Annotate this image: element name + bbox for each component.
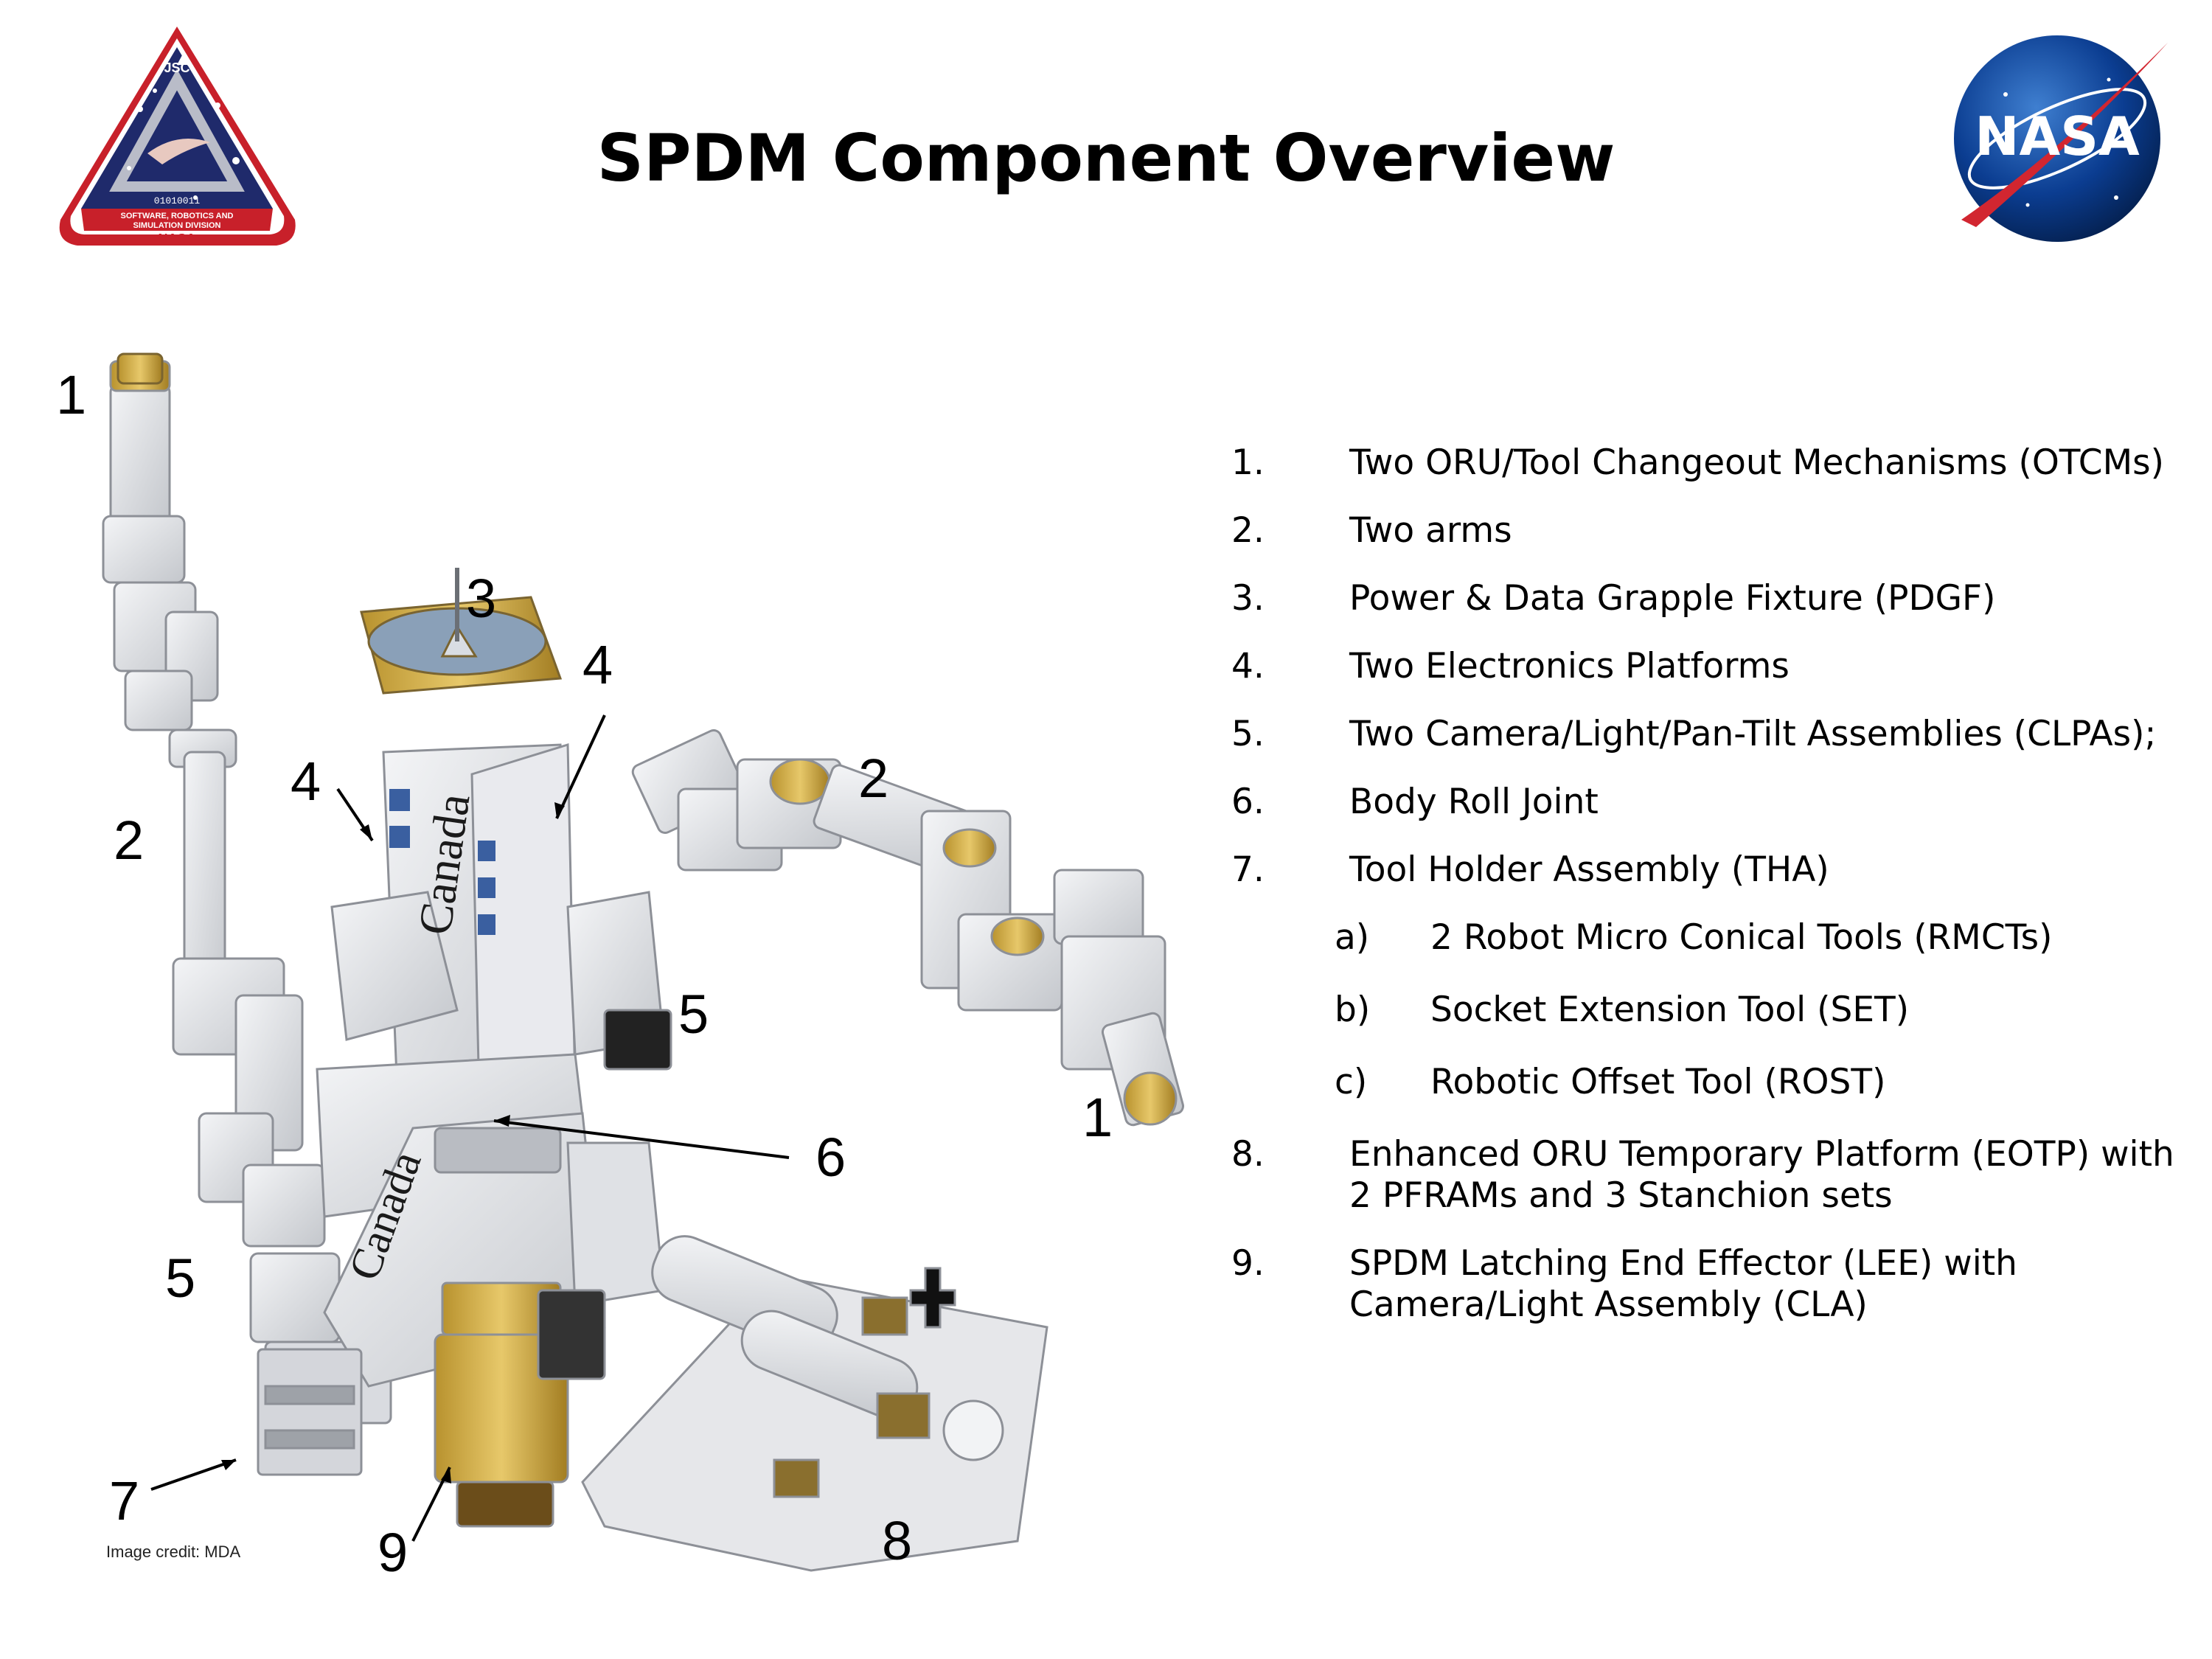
page-title: SPDM Component Overview: [597, 120, 1615, 196]
list-item-number: 8.: [1231, 1134, 1265, 1175]
list-subitem-text: 2 Robot Micro Conical Tools (RMCTs): [1430, 917, 2053, 958]
list-item-number: 1.: [1231, 442, 1265, 483]
callout-4-platform-left: 4: [291, 751, 321, 812]
callout-2-right-arm: 2: [858, 748, 889, 809]
list-item-number: 7.: [1231, 849, 1265, 890]
list-item: 7. Tool Holder Assembly (THA): [1231, 849, 2183, 891]
division-line-2: SIMULATION DIVISION: [133, 221, 221, 230]
list-subitem-letter: b): [1335, 990, 1371, 1030]
list-item-number: 5.: [1231, 714, 1265, 754]
list-item: 8. Enhanced ORU Temporary Platform (EOTP…: [1231, 1134, 2183, 1217]
callout-1-otcm-left: 1: [56, 364, 87, 425]
list-item-text: Tool Holder Assembly (THA): [1349, 849, 1829, 890]
list-item-text: Two Electronics Platforms: [1349, 646, 1790, 686]
callout-arrowheads: [221, 802, 565, 1484]
callout-5-clpa-right: 5: [678, 984, 709, 1045]
spdm-body: [316, 742, 672, 1528]
callout-3-pdgf: 3: [466, 568, 497, 629]
list-subitem-text: Robotic Offset Tool (ROST): [1430, 1062, 1886, 1102]
list-item-text: Body Roll Joint: [1349, 782, 1599, 822]
list-item: 1. Two ORU/Tool Changeout Mechanisms (OT…: [1231, 442, 2183, 484]
callout-2-left-arm: 2: [114, 810, 145, 871]
list-item-text: Two Camera/Light/Pan-Tilt Assemblies (CL…: [1349, 714, 2157, 754]
list-item-text: Power & Data Grapple Fixture (PDGF): [1349, 578, 1996, 619]
jsc-patch-logo: JSC 01010011 SOFTWARE, ROBOTICS AND SIMU…: [59, 27, 296, 246]
list-subitem: b) Socket Extension Tool (SET): [1231, 990, 2183, 1031]
spdm-illustration: Canada Canada: [102, 352, 1185, 1572]
list-subitem-text: Socket Extension Tool (SET): [1430, 990, 1910, 1030]
list-item: 5. Two Camera/Light/Pan-Tilt Assemblies …: [1231, 714, 2183, 755]
list-item-text: Two arms: [1349, 510, 1512, 551]
list-item: 9. SPDM Latching End Effector (LEE) with…: [1231, 1243, 2183, 1326]
list-item-number: 2.: [1231, 510, 1265, 551]
list-item: 2. Two arms: [1231, 510, 2183, 552]
callout-8-eotp: 8: [882, 1510, 913, 1571]
list-item-text: SPDM Latching End Effector (LEE) with Ca…: [1349, 1243, 2017, 1325]
list-item-text: Two ORU/Tool Changeout Mechanisms (OTCMs…: [1349, 442, 2164, 483]
callout-6-body-roll-joint: 6: [815, 1127, 846, 1188]
image-credit: Image credit: MDA: [106, 1543, 241, 1561]
otcm-left: [116, 352, 164, 385]
patch-agency-label: NASA: [158, 232, 195, 246]
list-item-number: 9.: [1231, 1243, 1265, 1284]
jsc-label: JSC: [164, 60, 189, 75]
list-subitem: a) 2 Robot Micro Conical Tools (RMCTs): [1231, 917, 2183, 959]
callout-7-tha: 7: [109, 1470, 140, 1531]
list-item-number: 6.: [1231, 782, 1265, 822]
callout-5-clpa-left: 5: [165, 1248, 196, 1309]
list-item-text: Enhanced ORU Temporary Platform (EOTP) w…: [1349, 1134, 2174, 1216]
pdgf-fixture: [360, 568, 563, 695]
right-arm: [631, 729, 1185, 1127]
list-subitem: c) Robotic Offset Tool (ROST): [1231, 1062, 2183, 1103]
list-subitem-letter: c): [1335, 1062, 1368, 1102]
list-item-number: 4.: [1231, 646, 1265, 686]
eotp-platform: [581, 1235, 1048, 1572]
nasa-logo-text: NASA: [1975, 105, 2140, 167]
division-line-1: SOFTWARE, ROBOTICS AND: [121, 212, 234, 220]
binary-label: 01010011: [154, 195, 201, 206]
nasa-meatball-logo: NASA: [1954, 35, 2168, 242]
list-subitem-letter: a): [1335, 917, 1370, 958]
list-item: 6. Body Roll Joint: [1231, 782, 2183, 823]
tool-holder-assembly: [257, 1348, 363, 1476]
component-list: 1. Two ORU/Tool Changeout Mechanisms (OT…: [1231, 442, 2183, 1352]
callout-1-otcm-right: 1: [1082, 1087, 1113, 1148]
list-item: 4. Two Electronics Platforms: [1231, 646, 2183, 687]
list-item-number: 3.: [1231, 578, 1265, 619]
callout-4-platform-right: 4: [582, 634, 613, 695]
list-item: 3. Power & Data Grapple Fixture (PDGF): [1231, 578, 2183, 619]
callout-9-lee: 9: [378, 1522, 408, 1583]
electronics-platforms: [389, 789, 495, 935]
